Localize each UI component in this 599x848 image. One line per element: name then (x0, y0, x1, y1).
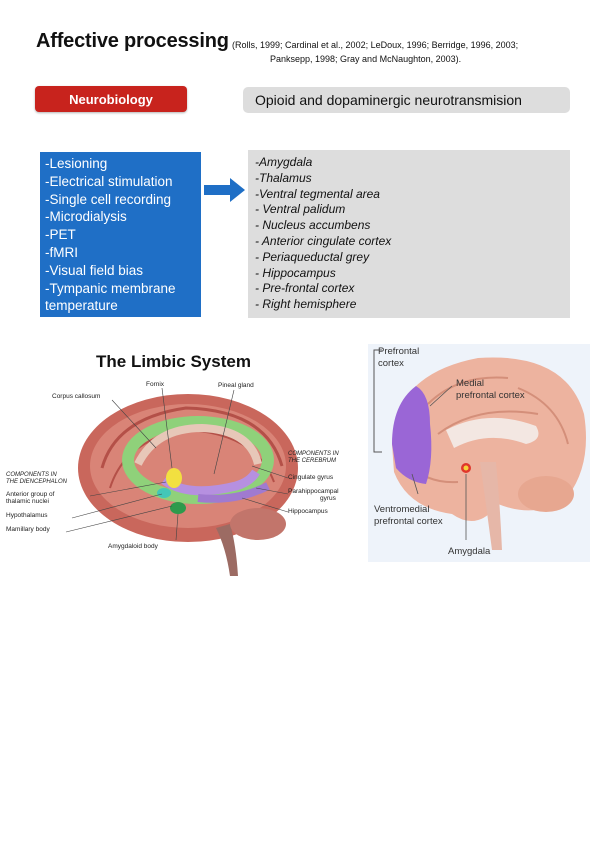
title-row: Affective processing (Rolls, 1999; Cardi… (36, 30, 576, 64)
page-title: Affective processing (36, 30, 229, 52)
method-item: -Visual field bias (45, 262, 144, 278)
label-components-cerebrum-1: COMPONENTS IN (288, 451, 339, 457)
region-item: -Amygdala (255, 155, 313, 169)
label-corpus-callosum: Corpus callosum (52, 393, 101, 400)
method-item: -Lesioning (45, 156, 108, 171)
prefrontal-figure: Prefrontal cortex Medial prefrontal cort… (368, 344, 590, 562)
label-components-cerebrum-2: THE CEREBRUM (288, 458, 337, 464)
regions-list: -Amygdala -Thalamus -Ventral tegmental a… (248, 150, 570, 318)
label-anterior-group-1: Anterior group of (6, 491, 55, 498)
method-item: -fMRI (45, 244, 78, 260)
limbic-brain-illustration (65, 387, 298, 576)
region-item: - Ventral palidum (255, 202, 346, 217)
region-item: - Periaqueductal grey (255, 249, 370, 264)
region-item: -Thalamus (255, 170, 312, 185)
method-item: -Tympanic membrane (45, 280, 176, 296)
label-prefrontal-2: cortex (378, 358, 404, 369)
label-components-diencephalon-1: COMPONENTS IN (6, 472, 57, 478)
method-item: -Single cell recording (45, 191, 172, 207)
label-hippocampus: Hippocampus (288, 508, 328, 515)
region-item: - Pre-frontal cortex (255, 281, 355, 296)
label-amygdala: Amygdala (448, 546, 491, 557)
method-item: -PET (45, 227, 76, 243)
label-fornix: Fornix (146, 381, 165, 388)
label-medial-pfc-1: Medial (456, 378, 484, 389)
region-item: - Nucleus accumbens (255, 218, 371, 233)
neurobiology-badge: Neurobiology (35, 86, 187, 112)
label-pineal-gland: Pineal gland (218, 382, 254, 389)
label-anterior-group-2: thalamic nuclei (6, 498, 49, 505)
label-parahippocampal-1: Parahippocampal (288, 488, 339, 495)
region-item: - Anterior cingulate cortex (255, 233, 392, 248)
label-ventromedial-1: Ventromedial (374, 504, 430, 515)
limbic-figure-title: The Limbic System (96, 352, 251, 371)
label-amygdaloid-body: Amygdaloid body (108, 543, 158, 550)
references-line-1: (Rolls, 1999; Cardinal et al., 2002; LeD… (232, 40, 519, 50)
method-item: temperature (45, 298, 118, 314)
region-item: - Right hemisphere (255, 297, 357, 312)
region-item: - Hippocampus (255, 265, 336, 280)
right-arrow-icon (204, 178, 245, 202)
label-hypothalamus: Hypothalamus (6, 512, 48, 519)
method-item: -Electrical stimulation (45, 173, 173, 189)
label-mamillary-body: Mamillary body (6, 526, 50, 533)
label-ventromedial-2: prefrontal cortex (374, 516, 443, 527)
limbic-system-figure: Corpus callosum Fornix Pineal gland COMP… (6, 348, 346, 580)
opioid-heading: Opioid and dopaminergic neurotransmision (243, 87, 570, 113)
label-parahippocampal-2: gyrus (320, 495, 336, 502)
references-line-2: Panksepp, 1998; Gray and McNaughton, 200… (270, 54, 462, 64)
label-cingulate-gyrus: Cingulate gyrus (288, 474, 334, 481)
region-item: -Ventral tegmental area (255, 186, 380, 201)
method-item: -Microdialysis (45, 209, 127, 225)
prefrontal-brain-illustration (373, 349, 586, 550)
methods-list: -Lesioning -Electrical stimulation -Sing… (40, 152, 201, 317)
label-medial-pfc-2: prefrontal cortex (456, 390, 525, 401)
label-prefrontal-1: Prefrontal (378, 346, 420, 357)
label-components-diencephalon-2: THE DIENCEPHALON (6, 479, 68, 485)
